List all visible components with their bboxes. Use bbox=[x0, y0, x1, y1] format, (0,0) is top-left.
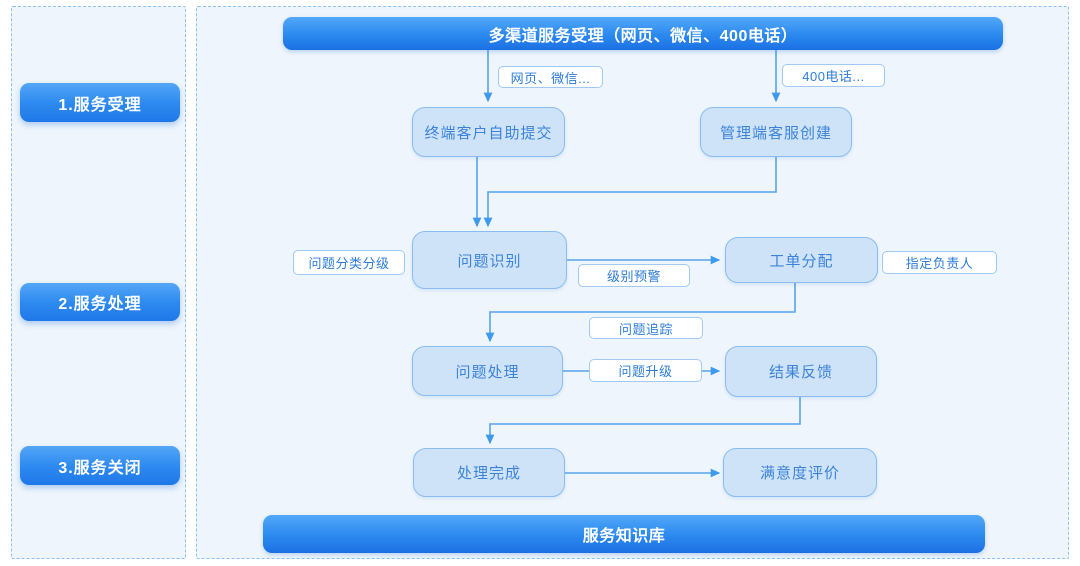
node-label: 满意度评价 bbox=[759, 465, 840, 482]
node-label: 管理端客服创建 bbox=[719, 124, 832, 142]
tag-label: 级别预警 bbox=[606, 269, 661, 284]
tag-label: 400电话... bbox=[802, 69, 865, 84]
tag-label: 指定负责人 bbox=[905, 256, 974, 271]
tag-issue-track: 问题追踪 bbox=[589, 317, 703, 339]
node-label: 工单分配 bbox=[769, 252, 834, 270]
stage-button-service-acceptance: 1.服务受理 bbox=[20, 83, 180, 122]
tag-web-wechat: 网页、微信... bbox=[498, 66, 603, 88]
tag-label: 问题分类分级 bbox=[308, 256, 390, 271]
banner-label: 多渠道服务受理（网页、微信、400电话） bbox=[488, 27, 798, 45]
tag-phone-400: 400电话... bbox=[782, 64, 885, 87]
tag-issue-classify-grade: 问题分类分级 bbox=[293, 250, 405, 275]
stage-button-service-closure: 3.服务关闭 bbox=[20, 446, 180, 485]
tag-level-warning: 级别预警 bbox=[578, 264, 690, 287]
banner-multichannel-acceptance: 多渠道服务受理（网页、微信、400电话） bbox=[283, 17, 1003, 50]
node-issue-identify: 问题识别 bbox=[412, 231, 567, 289]
stage-button-service-processing: 2.服务处理 bbox=[20, 283, 180, 321]
stage-label: 1.服务受理 bbox=[58, 96, 142, 114]
node-admin-agent-create: 管理端客服创建 bbox=[700, 107, 852, 157]
node-result-feedback: 结果反馈 bbox=[725, 346, 877, 397]
node-ticket-assign: 工单分配 bbox=[725, 237, 878, 283]
node-label: 终端客户自助提交 bbox=[424, 124, 553, 142]
tag-label: 问题升级 bbox=[618, 364, 673, 379]
tag-assign-owner: 指定负责人 bbox=[882, 251, 997, 274]
tag-label: 问题追踪 bbox=[618, 321, 673, 337]
stage-label: 2.服务处理 bbox=[58, 296, 142, 313]
node-handle-complete: 处理完成 bbox=[413, 448, 565, 497]
banner-knowledge-base: 服务知识库 bbox=[263, 515, 985, 553]
node-label: 问题识别 bbox=[457, 252, 522, 270]
tag-issue-escalate: 问题升级 bbox=[589, 359, 702, 382]
node-label: 结果反馈 bbox=[768, 364, 833, 381]
node-satisfaction-evaluate: 满意度评价 bbox=[723, 448, 877, 497]
node-terminal-self-submit: 终端客户自助提交 bbox=[412, 107, 565, 157]
node-issue-handle: 问题处理 bbox=[412, 346, 563, 396]
stage-label: 3.服务关闭 bbox=[58, 459, 142, 477]
tag-label: 网页、微信... bbox=[510, 70, 591, 86]
node-label: 问题处理 bbox=[455, 363, 520, 381]
node-label: 处理完成 bbox=[456, 465, 521, 482]
banner-label: 服务知识库 bbox=[582, 528, 666, 545]
